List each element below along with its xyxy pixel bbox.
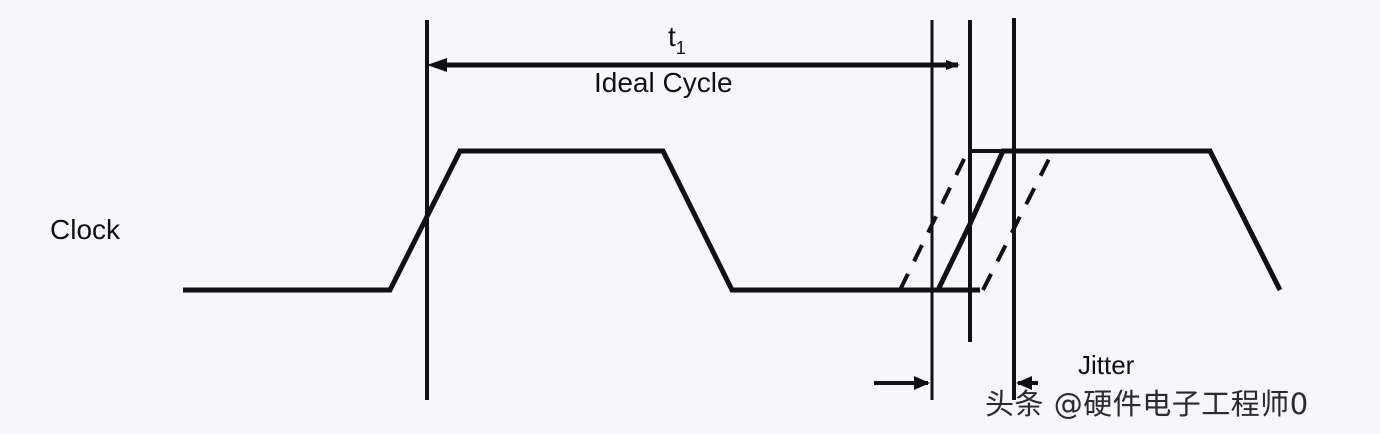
jitter-arrow-right-head: [1016, 376, 1032, 390]
jitter-arrow-left-head: [914, 376, 930, 390]
watermark-text: 头条 @硬件电子工程师0: [985, 387, 1309, 421]
early-jitter-edge: [898, 150, 970, 291]
late-jitter-edge: [981, 150, 1055, 291]
clock-waveform: [183, 148, 980, 293]
period-label: t1: [668, 21, 686, 58]
period-arrow-left-head: [427, 58, 447, 72]
clock-waveform-rising-edge: [935, 148, 1283, 292]
ideal-cycle-label: Ideal Cycle: [594, 67, 733, 98]
clock-label: Clock: [50, 214, 121, 245]
jitter-label: Jitter: [1078, 350, 1135, 380]
